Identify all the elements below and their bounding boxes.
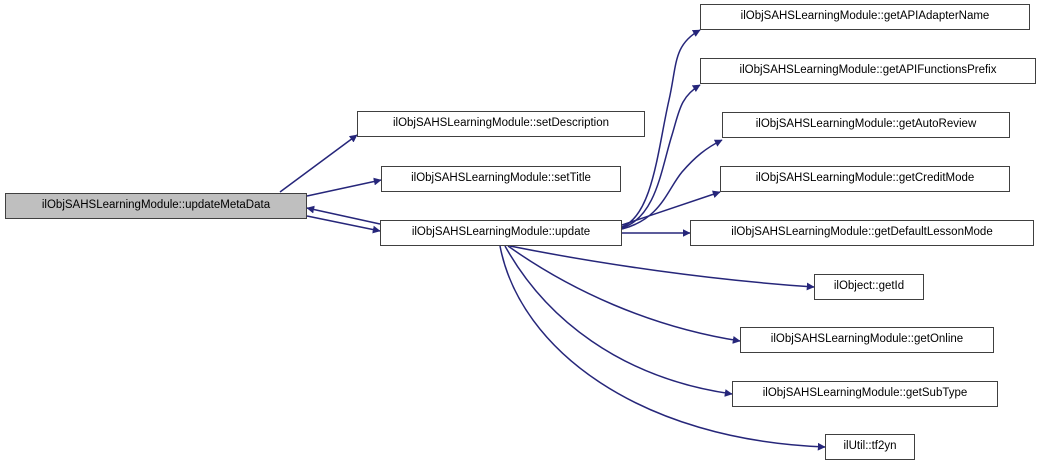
- node-label: ilObject::getId: [833, 280, 905, 293]
- node-getsubtype[interactable]: ilObjSAHSLearningModule::getSubType: [732, 381, 998, 407]
- node-settitle[interactable]: ilObjSAHSLearningModule::setTitle: [381, 166, 621, 192]
- edge-update-updatemetadata: [306, 205, 381, 225]
- node-tf2yn[interactable]: ilUtil::tf2yn: [825, 434, 915, 460]
- edge-update-getapifunctionsprefix: [621, 84, 701, 229]
- node-label: ilObjSAHSLearningModule::getSubType: [762, 387, 968, 400]
- edge-update-getautoreview: [621, 139, 723, 230]
- edge-update-getsubtype: [504, 245, 733, 397]
- node-label: ilObjSAHSLearningModule::setTitle: [411, 172, 591, 185]
- edge-updatemetadata-update: [306, 215, 381, 234]
- node-getapiadaptername[interactable]: ilObjSAHSLearningModule::getAPIAdapterNa…: [700, 4, 1030, 30]
- edge-update-getonline: [507, 245, 741, 344]
- node-label: ilObjSAHSLearningModule::getOnline: [770, 333, 964, 346]
- node-getcreditmode[interactable]: ilObjSAHSLearningModule::getCreditMode: [720, 166, 1010, 192]
- node-setdescription[interactable]: ilObjSAHSLearningModule::setDescription: [357, 111, 645, 137]
- node-label: ilObjSAHSLearningModule::getAutoReview: [755, 118, 977, 131]
- node-label: ilObjSAHSLearningModule::setDescription: [392, 117, 610, 130]
- node-label: ilObjSAHSLearningModule::getCreditMode: [755, 172, 975, 185]
- node-update[interactable]: ilObjSAHSLearningModule::update: [380, 220, 622, 246]
- node-label: ilObjSAHSLearningModule::updateMetaData: [41, 199, 271, 212]
- node-label: ilObjSAHSLearningModule::getDefaultLesso…: [731, 226, 993, 239]
- node-label: ilUtil::tf2yn: [843, 440, 897, 453]
- edge-updatemetadata-setdescription: [279, 134, 358, 193]
- edge-update-getid: [509, 245, 815, 291]
- node-getautoreview[interactable]: ilObjSAHSLearningModule::getAutoReview: [722, 112, 1010, 138]
- node-getonline[interactable]: ilObjSAHSLearningModule::getOnline: [740, 327, 994, 353]
- node-label: ilObjSAHSLearningModule::getAPIFunctions…: [739, 64, 997, 77]
- node-updatemetadata[interactable]: ilObjSAHSLearningModule::updateMetaData: [5, 193, 307, 219]
- node-label: ilObjSAHSLearningModule::getAPIAdapterNa…: [740, 10, 990, 23]
- node-getdefaultlessonmode[interactable]: ilObjSAHSLearningModule::getDefaultLesso…: [690, 220, 1034, 246]
- edge-updatemetadata-settitle: [306, 177, 382, 197]
- node-getid[interactable]: ilObject::getId: [814, 274, 924, 300]
- node-getapifunctionsprefix[interactable]: ilObjSAHSLearningModule::getAPIFunctions…: [700, 58, 1036, 84]
- node-label: ilObjSAHSLearningModule::update: [411, 226, 591, 239]
